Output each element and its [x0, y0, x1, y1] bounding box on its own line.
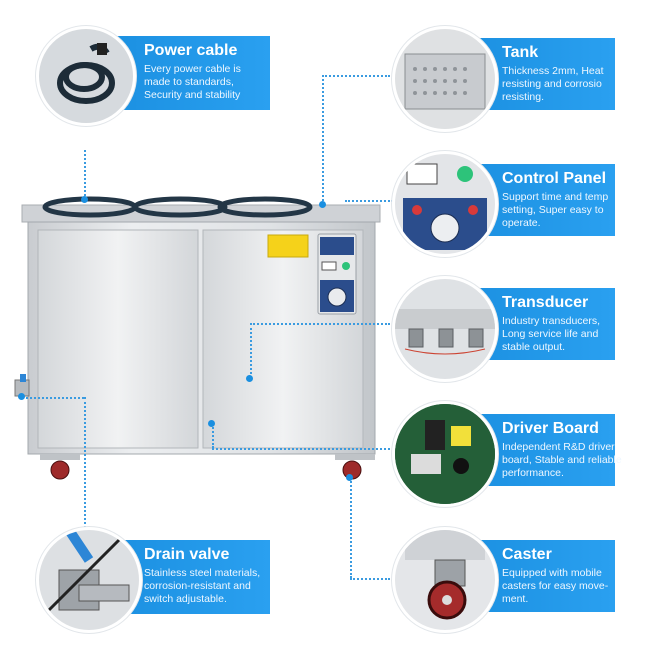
feature-line: resisting.	[502, 91, 545, 103]
feature-caster: Caster Equipped with mobile casters for …	[502, 546, 614, 610]
feature-line: casters for easy move-	[502, 580, 609, 592]
leader-control-panel	[345, 200, 393, 202]
leader-tank	[322, 75, 324, 205]
power-cable-icon	[36, 26, 136, 126]
feature-title: Drain valve	[144, 546, 230, 563]
leader-driver-board	[212, 448, 390, 450]
feature-line: Every power cable is	[144, 63, 241, 75]
feature-line: Equipped with mobile	[502, 567, 602, 579]
marker-dot	[246, 375, 253, 382]
warning-label	[267, 234, 309, 258]
feature-line: Support time and temp	[502, 191, 609, 203]
driver-board-icon	[392, 401, 498, 507]
leader-caster-v	[350, 478, 352, 578]
feature-title: Power cable	[144, 42, 238, 59]
leader-drain-h	[22, 397, 84, 399]
marker-dot	[81, 196, 88, 203]
control-panel-icon	[392, 151, 498, 257]
leader-transducer-h	[250, 323, 390, 325]
feature-line: Thickness 2mm, Heat	[502, 65, 604, 77]
feature-transducer: Transducer Industry transducers, Long se…	[502, 294, 614, 358]
transducer-icon	[392, 276, 498, 382]
tank-basket-icon	[392, 26, 498, 132]
feature-title: Caster	[502, 546, 552, 563]
feature-title: Driver Board	[502, 420, 599, 437]
feature-drain-valve: Drain valve Stainless steel materials, c…	[144, 546, 268, 612]
feature-control-panel: Control Panel Support time and temp sett…	[502, 170, 614, 234]
feature-power-cable: Power cable Every power cable is made to…	[144, 42, 266, 106]
feature-driver-board: Driver Board Independent R&D driver boar…	[502, 420, 622, 484]
marker-dot	[319, 201, 326, 208]
leader-caster-h	[350, 578, 390, 580]
leader-transducer-v	[250, 323, 252, 378]
marker-dot	[208, 420, 215, 427]
feature-line: switch adjustable.	[144, 593, 227, 605]
feature-line: setting, Super easy to	[502, 204, 604, 216]
feature-line: resisting and corrosio	[502, 78, 602, 90]
feature-line: made to standards,	[144, 76, 234, 88]
feature-line: Industry transducers,	[502, 315, 601, 327]
feature-line: Stainless steel materials,	[144, 567, 261, 579]
feature-title: Control Panel	[502, 170, 607, 187]
feature-line: Long service life and	[502, 328, 599, 340]
left-caster-wheel	[50, 460, 70, 480]
feature-line: performance.	[502, 467, 564, 479]
coiled-hoses	[42, 196, 313, 218]
marker-dot	[18, 393, 25, 400]
drain-valve-icon	[36, 527, 142, 633]
leader-drain-v	[84, 397, 86, 532]
caster-wheel-icon	[392, 527, 498, 633]
feature-title: Tank	[502, 44, 539, 61]
feature-line: corrosion-resistant and	[144, 580, 251, 592]
feature-line: operate.	[502, 217, 541, 229]
leader-driver-board-v	[212, 424, 214, 448]
marker-dot	[346, 474, 353, 481]
leader-tank-h	[322, 75, 390, 77]
feature-line: ment.	[502, 593, 529, 605]
feature-line: Independent R&D driver	[502, 441, 615, 453]
feature-title: Transducer	[502, 294, 589, 311]
left-door	[37, 229, 199, 449]
feature-tank: Tank Thickness 2mm, Heat resisting and c…	[502, 44, 614, 108]
feature-line: stable output.	[502, 341, 566, 353]
feature-line: board, Stable and reliable	[502, 454, 622, 466]
feature-line: Security and stability	[144, 89, 241, 101]
leader-power-cable	[84, 150, 86, 200]
